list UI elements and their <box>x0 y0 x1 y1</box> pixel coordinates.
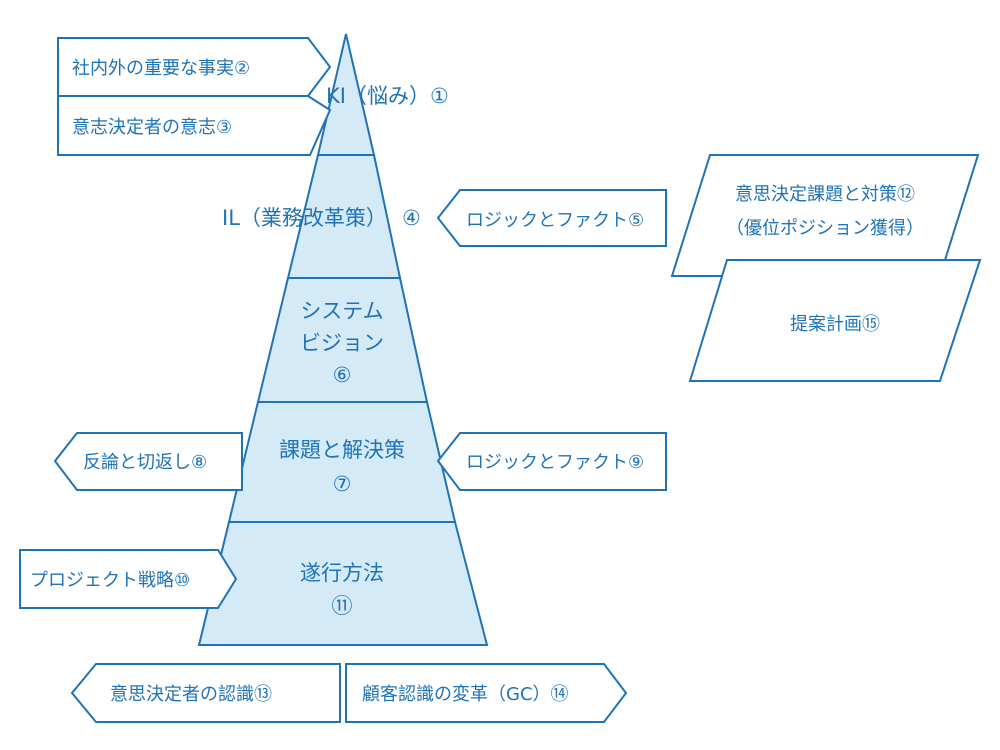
customer-change-box: 顧客認識の変革（GC）⑭ <box>345 663 628 723</box>
will-label: 意志決定者の意志③ <box>72 117 232 138</box>
counter-label: 反論と切返し⑧ <box>83 452 207 473</box>
facts-label: 社内外の重要な事実② <box>72 58 250 79</box>
project-strategy-box: プロジェクト戦略⑩ <box>19 549 238 609</box>
issues-measures-line2: （優位ポジション獲得） <box>726 218 924 239</box>
proposal-plan-box: 提案計画⑮ <box>688 259 982 382</box>
tier4-title: 課題と解決策 <box>279 438 405 462</box>
logic-fact-1-label: ロジックとファクト⑤ <box>466 210 644 231</box>
recognition-box: 意思決定者の認識⑬ <box>70 663 341 723</box>
tier3-number: ⑥ <box>333 363 352 387</box>
tier4-number: ⑦ <box>333 472 352 496</box>
will-box: 意志決定者の意志③ <box>57 95 332 156</box>
facts-box: 社内外の重要な事実② <box>57 37 332 97</box>
tier1-title: KI（悩み） <box>326 84 430 108</box>
pyramid-tier-4 <box>227 401 457 523</box>
proposal-plan-label: 提案計画⑮ <box>790 314 880 335</box>
tier2-number: ④ <box>402 206 421 230</box>
recognition-label: 意思決定者の認識⑬ <box>110 684 272 705</box>
issues-measures-box: 意思決定課題と対策⑫ （優位ポジション獲得） <box>670 154 980 277</box>
tier2-title: IL（業務改革策） <box>222 206 387 230</box>
tier3-line2: ビジョン <box>300 331 384 355</box>
issues-measures-line1: 意思決定課題と対策⑫ <box>735 184 915 205</box>
tier3-line1: システム <box>300 299 383 323</box>
tier5-title: 遂行方法 <box>300 561 384 585</box>
project-strategy-label: プロジェクト戦略⑩ <box>30 570 190 591</box>
counter-box: 反論と切返し⑧ <box>53 432 243 491</box>
tier5-number: ⑪ <box>332 594 353 618</box>
logic-fact-box-2: ロジックとファクト⑨ <box>436 432 667 491</box>
customer-change-label: 顧客認識の変革（GC）⑭ <box>362 684 569 705</box>
logic-fact-2-label: ロジックとファクト⑨ <box>466 452 644 473</box>
tier1-number: ① <box>430 84 449 108</box>
logic-fact-box-1: ロジックとファクト⑤ <box>436 189 667 247</box>
